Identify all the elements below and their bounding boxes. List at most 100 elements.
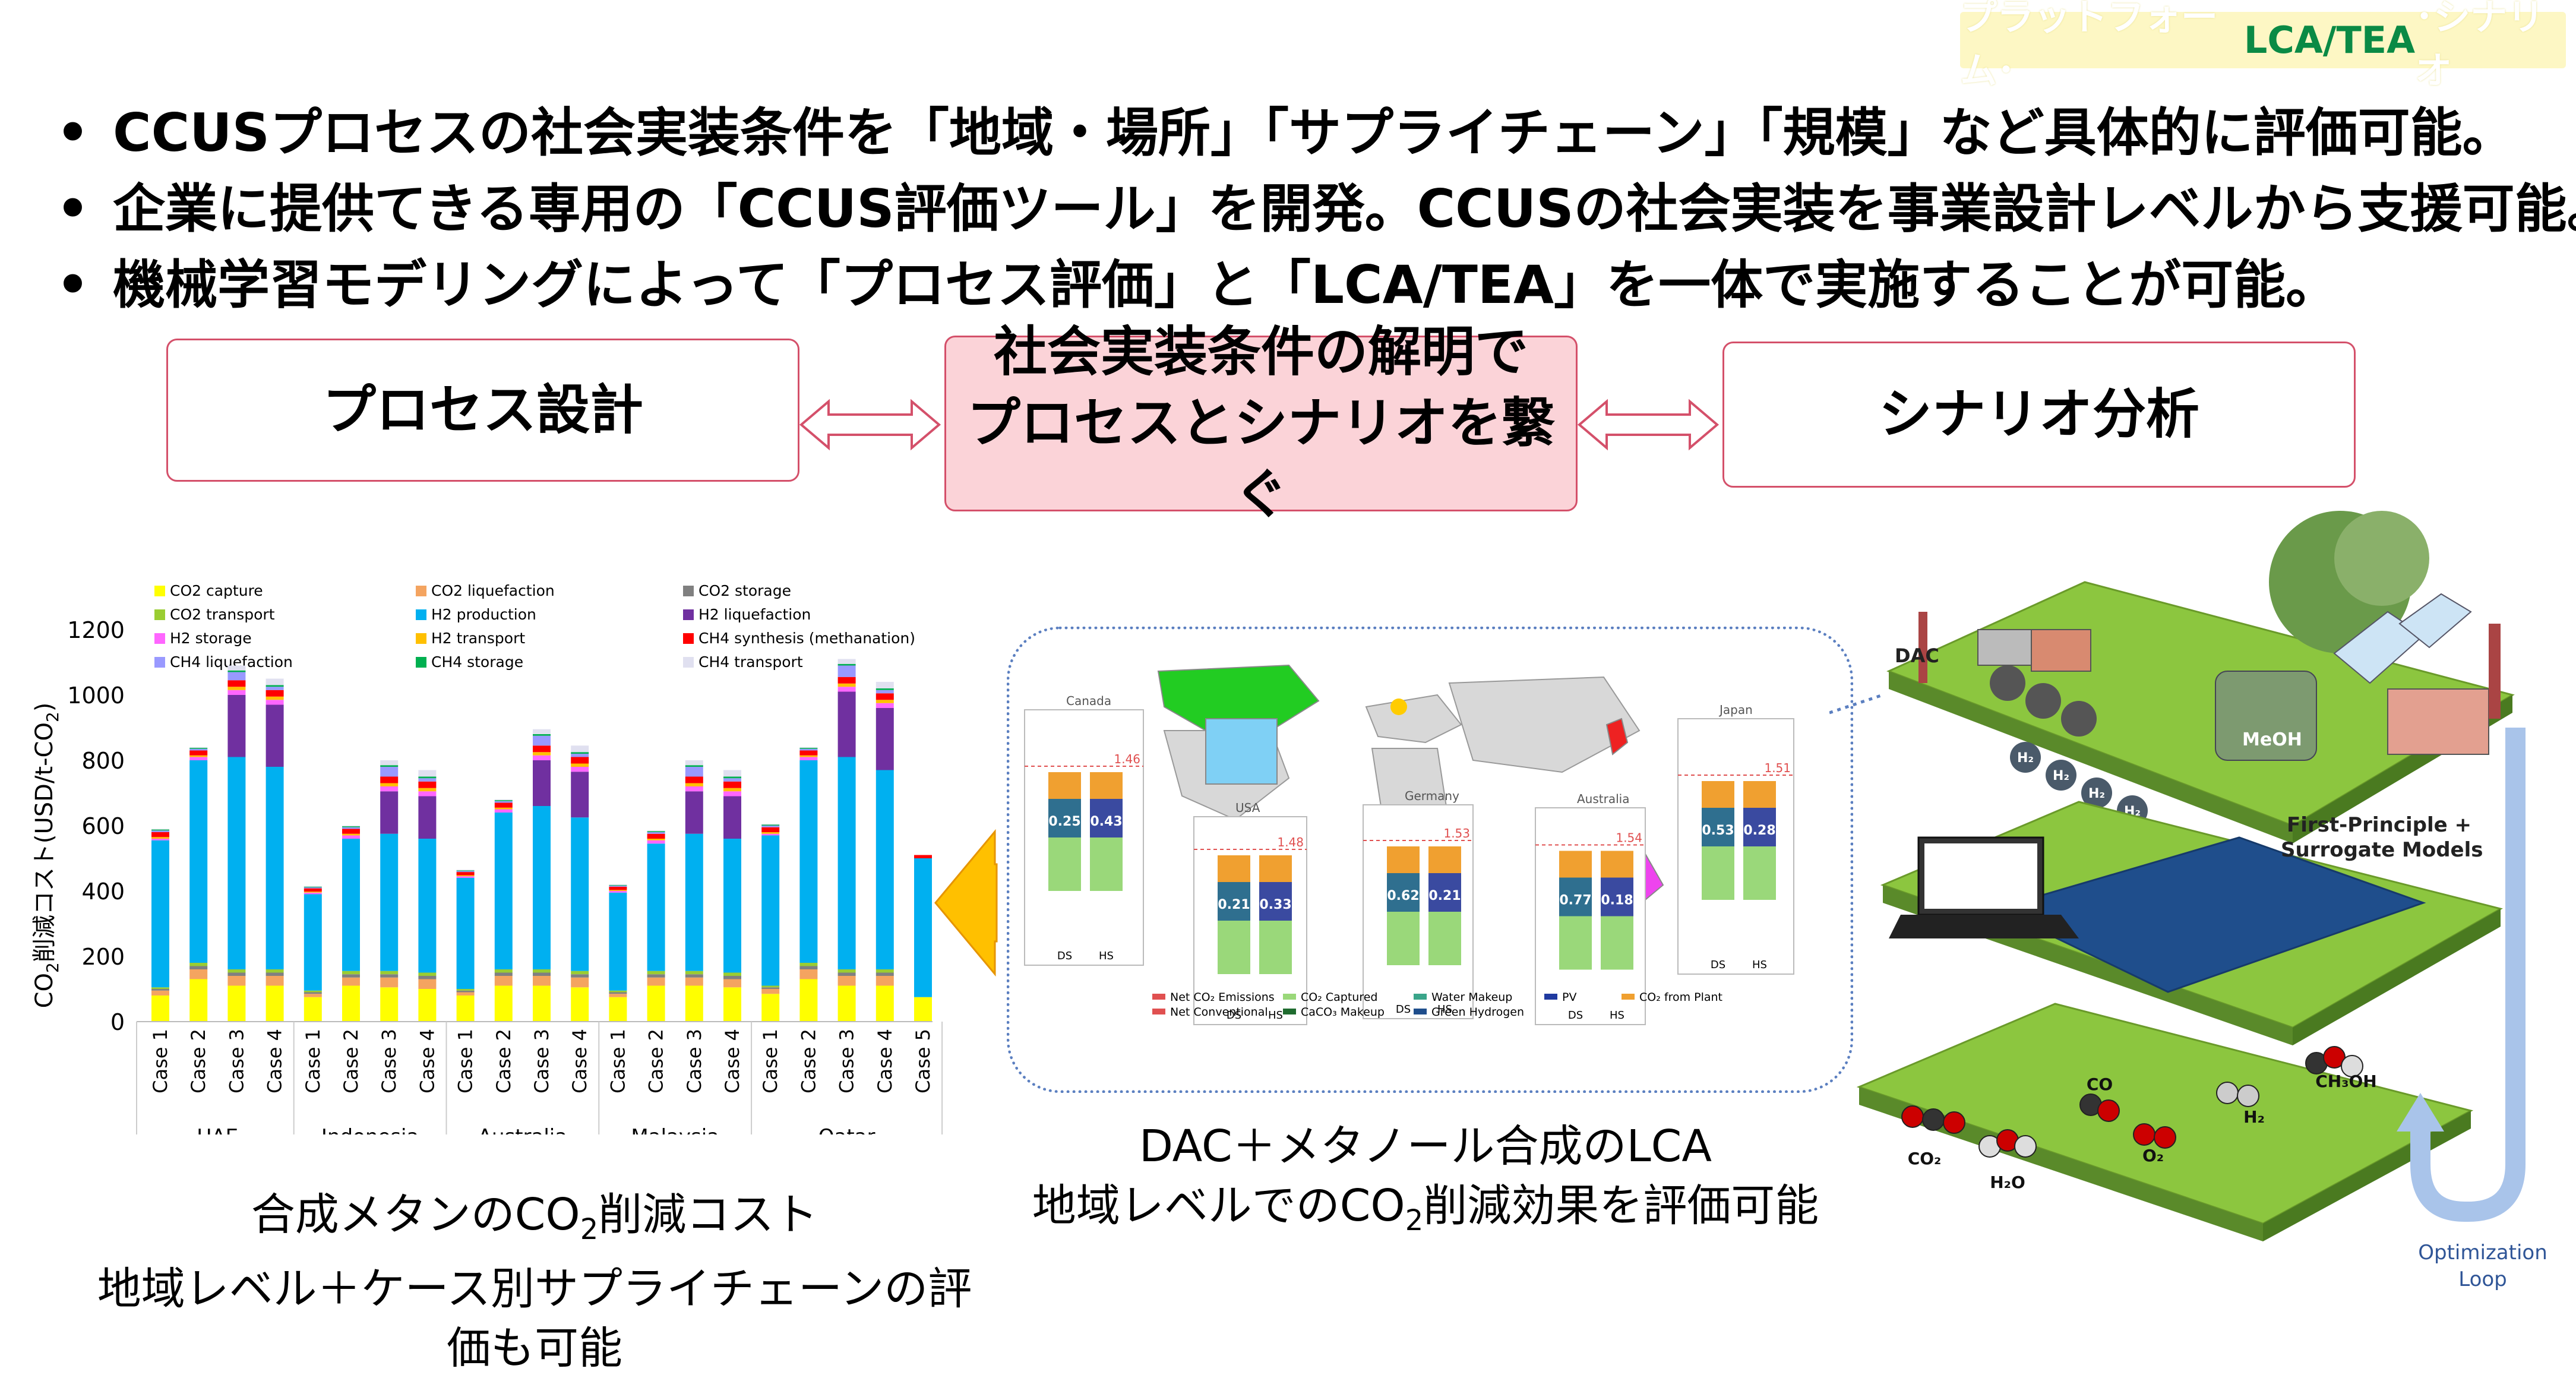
h2-tank-label: H₂ [2088, 786, 2105, 801]
bar-segment [457, 872, 475, 876]
co2-from-plant-bar [1387, 846, 1420, 873]
bar-segment [533, 729, 551, 734]
bar-segment [380, 777, 398, 783]
bullet-item: •企業に提供てきる専用の「CCUS評価ツール」を開発。CCUSの社会実装を事業設… [33, 171, 2557, 247]
bar-segment [876, 690, 894, 694]
bar-segment [418, 777, 436, 779]
country-name-label: Canada [1066, 694, 1111, 708]
tag-highlight: LCA/TEA [2244, 18, 2415, 62]
atom-icon [2237, 1085, 2259, 1107]
map-legend-swatch [1283, 994, 1296, 1000]
bar-segment [380, 974, 398, 978]
bullet-dot-icon: • [33, 171, 113, 247]
bar-segment [838, 969, 856, 973]
y-tick-label: 600 [81, 813, 125, 839]
bar-value-label: 0.18 [1601, 893, 1633, 908]
conventional-value-label: 1.46 [1114, 752, 1140, 766]
bar-segment [227, 986, 245, 1022]
bar-segment [266, 705, 284, 767]
bar-segment [418, 989, 436, 1022]
bar-segment [799, 966, 817, 970]
country-name-label: Australia [1577, 792, 1629, 806]
bar-segment [227, 757, 245, 970]
bar-segment [380, 760, 398, 765]
map-legend-swatch [1152, 994, 1165, 1000]
bar-segment [304, 997, 322, 1022]
x-tick-label: Case 3 [378, 1029, 400, 1093]
co2-captured-bar [1559, 916, 1592, 970]
bar-segment [609, 994, 627, 997]
bar-segment [685, 767, 703, 777]
bar-segment [457, 876, 475, 878]
bar-segment [876, 708, 894, 770]
bar-segment [189, 963, 207, 966]
bridge-line1: 社会実装条件の解明で [994, 317, 1528, 388]
x-tick-label: Case 2 [645, 1029, 668, 1093]
bullet-item: •機械学習モデリングによって「プロセス評価」と「LCA/TEA」を一体で実施する… [33, 247, 2557, 323]
bar-segment [342, 826, 360, 827]
map-legend-label: Water Makeup [1431, 991, 1512, 1004]
bar-segment [647, 834, 665, 839]
bar-segment [876, 986, 894, 1022]
bar-segment [571, 764, 589, 767]
bar-segment [571, 754, 589, 757]
scenario-analysis-label: シナリオ分析 [1879, 379, 2199, 450]
bar-segment [266, 700, 284, 704]
bar-segment [609, 891, 627, 893]
bar-segment [685, 765, 703, 767]
bar-segment [723, 979, 741, 988]
co2-from-plant-bar [1048, 772, 1081, 799]
model-text-line1: First-Principle + [2287, 813, 2471, 837]
model-text-line2: Surrogate Models [2281, 838, 2483, 862]
map-legend-label: CO₂ Captured [1301, 991, 1377, 1004]
bar-segment [571, 757, 589, 764]
bar-segment [876, 770, 894, 970]
bar-segment [189, 749, 207, 751]
bar-segment [723, 839, 741, 973]
bar-segment [723, 778, 741, 782]
bar-segment [876, 688, 894, 690]
bar-segment [799, 751, 817, 756]
ds-label: DS [1057, 950, 1072, 962]
bar-segment [457, 871, 475, 872]
bar-segment [838, 976, 856, 986]
x-tick-label: Case 3 [683, 1029, 706, 1093]
atom-icon [2217, 1082, 2238, 1104]
bar-segment [380, 791, 398, 834]
co2-from-plant-bar [1090, 772, 1123, 799]
bar-value-label: 0.33 [1259, 897, 1291, 912]
bar-segment [266, 685, 284, 687]
bar-segment [227, 671, 245, 672]
bar-segment [380, 834, 398, 971]
country-chart-frame [1678, 719, 1794, 974]
bar-segment [227, 666, 245, 671]
bar-segment [799, 963, 817, 966]
bar-segment [418, 979, 436, 990]
molecule-label: H₂O [1990, 1172, 2025, 1192]
bar-segment [380, 767, 398, 777]
molecule-label: CH₃OH [2315, 1072, 2376, 1091]
bullet-text: 企業に提供てきる専用の「CCUS評価ツール」を開発。CCUSの社会実装を事業設計… [113, 171, 2576, 247]
bullet-item: •CCUSプロセスの社会実装条件を「地域・場所」「サプライチェーン」「規模」など… [33, 95, 2557, 171]
bar-segment [457, 876, 475, 877]
bar-segment [761, 987, 779, 989]
bar-segment [609, 886, 627, 887]
bar-segment [609, 885, 627, 886]
bar-segment [647, 978, 665, 986]
bar-segment [761, 832, 779, 834]
bar-segment [914, 855, 932, 859]
tag-suffix: ･シナリオ [2415, 0, 2566, 94]
bar-segment [342, 829, 360, 834]
bar-segment [799, 749, 817, 751]
bar-segment [495, 810, 513, 813]
bar-segment [723, 987, 741, 1022]
scenario-analysis-box: シナリオ分析 [1722, 342, 2356, 488]
bar-segment [189, 748, 207, 749]
bar-segment [227, 672, 245, 681]
bar-segment [838, 757, 856, 970]
y-tick-label: 1000 [67, 682, 125, 709]
bar-segment [227, 973, 245, 976]
bridge-box: 社会実装条件の解明で プロセスとシナリオを繋ぐ [944, 336, 1578, 511]
bullet-dot-icon: • [33, 95, 113, 171]
